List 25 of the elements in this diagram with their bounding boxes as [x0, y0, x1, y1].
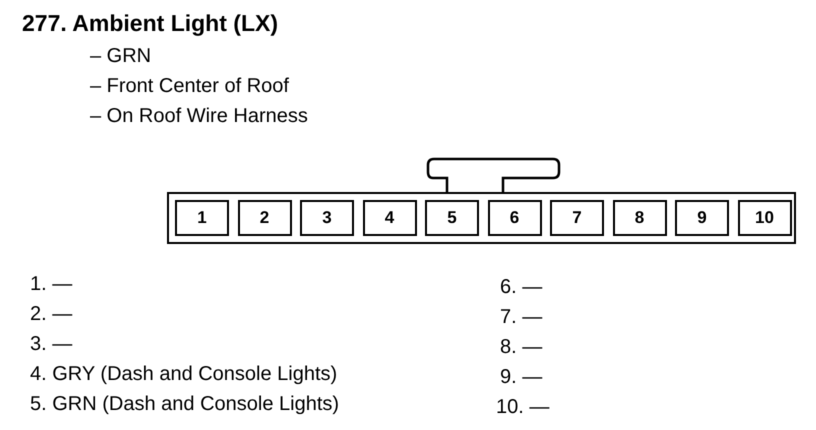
- pin-entry: 9. —: [500, 366, 542, 389]
- pin-entry: 10. —: [496, 396, 550, 419]
- pin-cell: 2: [238, 200, 292, 236]
- pin-cell: 5: [425, 200, 479, 236]
- connector-housing: [167, 192, 796, 244]
- pin-entry: 3. —: [30, 333, 72, 356]
- pin-entry: 4. GRY (Dash and Console Lights): [30, 363, 338, 386]
- note: – Front Center of Roof: [90, 75, 289, 98]
- pin-entry: 7. —: [500, 306, 542, 329]
- pin-cell: 9: [675, 200, 729, 236]
- pin-entry: 1. —: [30, 273, 72, 296]
- pin-entry: 6. —: [500, 276, 542, 299]
- heading: 277. Ambient Light (LX): [22, 10, 278, 37]
- note: – GRN: [90, 45, 152, 68]
- pin-cell: 8: [612, 200, 666, 236]
- pin-cell: 7: [550, 200, 604, 236]
- pin-cell: 1: [175, 200, 229, 236]
- pin-cell: 3: [300, 200, 354, 236]
- note: – On Roof Wire Harness: [90, 105, 308, 128]
- pin-entry: 5. GRN (Dash and Console Lights): [30, 393, 340, 416]
- pin-entry: 2. —: [30, 303, 72, 326]
- pin-cell: 6: [488, 200, 542, 236]
- pin-entry: 8. —: [500, 336, 542, 359]
- pin-cell: 10: [738, 200, 792, 236]
- pin-cell: 4: [362, 200, 416, 236]
